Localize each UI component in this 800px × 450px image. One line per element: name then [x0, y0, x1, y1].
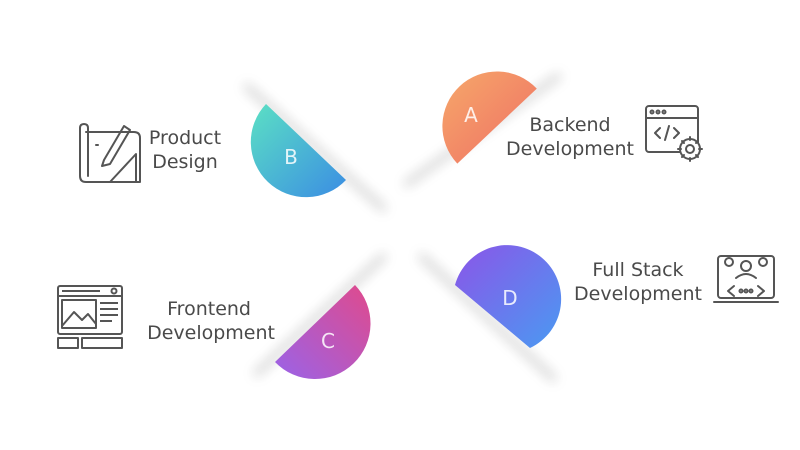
segment-c: C: [275, 285, 371, 380]
web-layout-icon: [57, 285, 123, 349]
label-a-line2: Development: [506, 138, 634, 160]
segment-c-shape: [275, 285, 371, 380]
segment-a-letter: A: [464, 103, 478, 127]
label-b-line1: Product: [148, 127, 222, 149]
code-settings-icon: [645, 105, 703, 162]
label-d: Full Stack Development: [568, 258, 708, 306]
blueprint-icon: [79, 123, 141, 183]
developer-icon: [713, 255, 779, 303]
segment-d-shape: [455, 245, 562, 348]
label-d-line2: Development: [574, 283, 702, 305]
label-c: Frontend Development: [130, 297, 275, 345]
segment-b-letter: B: [284, 145, 298, 169]
label-b-line2: Design: [152, 151, 218, 173]
label-a-line1: Backend: [529, 114, 611, 136]
segment-a-shape: [442, 71, 537, 164]
label-c-line2: Development: [147, 322, 275, 344]
label-c-line1: Frontend: [167, 298, 251, 320]
label-a: Backend Development: [500, 113, 640, 161]
segment-d: D: [455, 245, 562, 348]
segment-b-shape: [250, 104, 346, 198]
label-b: Product Design: [140, 126, 230, 174]
segment-a: A: [442, 71, 537, 164]
segment-d-letter: D: [502, 286, 517, 310]
label-d-line1: Full Stack: [592, 259, 684, 281]
segment-c-letter: C: [321, 329, 335, 353]
segment-b: B: [250, 104, 346, 198]
